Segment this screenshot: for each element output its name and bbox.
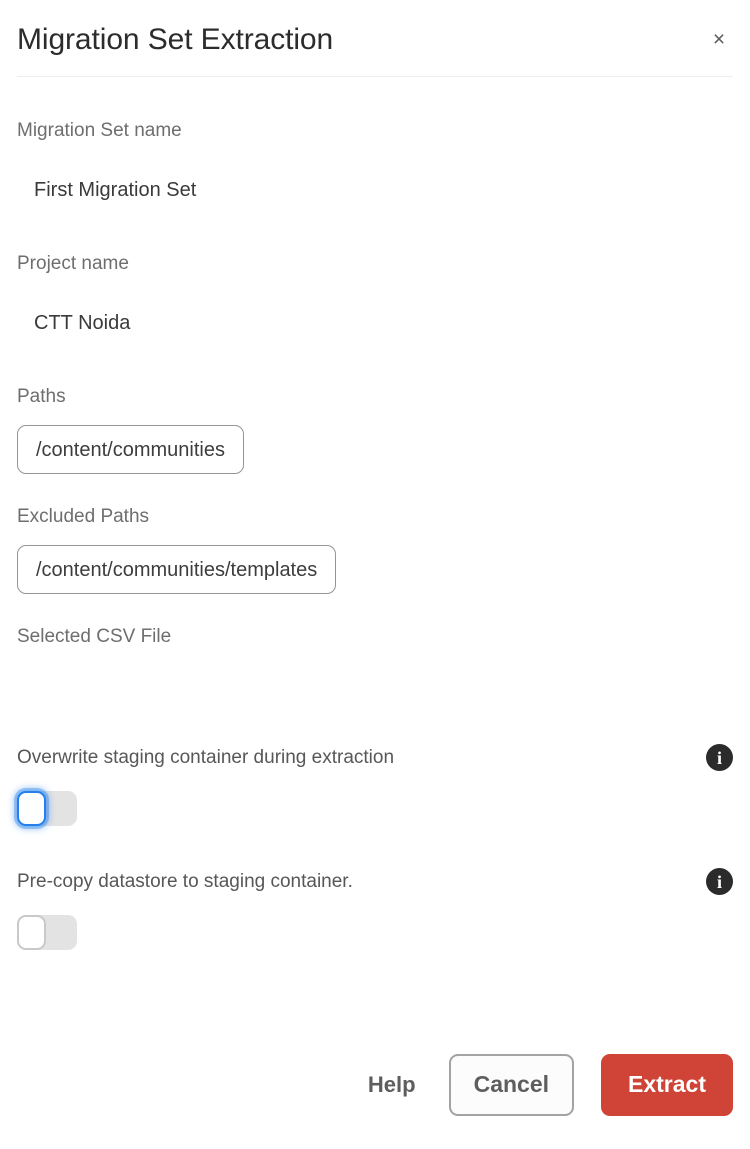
field-migration-set-name: Migration Set name First Migration Set — [17, 77, 733, 200]
extract-button[interactable]: Extract — [601, 1053, 733, 1116]
toggle-precopy-datastore[interactable] — [17, 915, 77, 950]
toggle-knob — [17, 791, 46, 826]
cancel-button[interactable]: Cancel — [448, 1053, 575, 1116]
option-precopy-header: Pre-copy datastore to staging container.… — [17, 868, 733, 895]
paths-label: Paths — [17, 386, 66, 407]
option-overwrite-staging-container: Overwrite staging container during extra… — [17, 708, 733, 826]
migration-set-name-value: First Migration Set — [34, 179, 197, 201]
page-title: Migration Set Extraction — [17, 22, 334, 56]
path-chip[interactable]: /content/communities — [17, 425, 244, 474]
field-paths: Paths /content/communities — [17, 333, 733, 474]
close-icon[interactable]: × — [702, 22, 736, 56]
dialog-footer: Help Cancel Extract — [0, 1040, 750, 1149]
field-project-name: Project name CTT Noida — [17, 200, 733, 333]
excluded-path-chip[interactable]: /content/communities/templates — [17, 545, 337, 594]
field-selected-csv-file: Selected CSV File — [17, 594, 733, 708]
option-precopy-datastore: Pre-copy datastore to staging container.… — [17, 826, 733, 950]
info-icon[interactable]: i — [706, 744, 733, 771]
excluded-paths-chip-row: /content/communities/templates — [17, 526, 733, 594]
option-overwrite-label: Overwrite staging container during extra… — [17, 747, 395, 768]
option-overwrite-header: Overwrite staging container during extra… — [17, 744, 733, 771]
dialog-header: Migration Set Extraction × — [0, 0, 750, 77]
project-name-value: CTT Noida — [34, 312, 131, 334]
help-button[interactable]: Help — [362, 1073, 422, 1096]
toggle-overwrite-staging-container[interactable] — [17, 791, 77, 826]
excluded-paths-label: Excluded Paths — [17, 506, 150, 527]
migration-set-name-label: Migration Set name — [17, 120, 182, 141]
option-precopy-label: Pre-copy datastore to staging container. — [17, 871, 353, 892]
header-divider — [17, 76, 733, 77]
info-icon[interactable]: i — [706, 868, 733, 895]
paths-chip-row: /content/communities — [17, 406, 733, 474]
toggle-knob — [17, 915, 46, 950]
field-excluded-paths: Excluded Paths /content/communities/temp… — [17, 474, 733, 594]
selected-csv-file-value — [17, 646, 733, 708]
selected-csv-file-label: Selected CSV File — [17, 626, 172, 647]
dialog-body: Migration Set name First Migration Set P… — [0, 77, 750, 1040]
project-name-label: Project name — [17, 253, 129, 274]
